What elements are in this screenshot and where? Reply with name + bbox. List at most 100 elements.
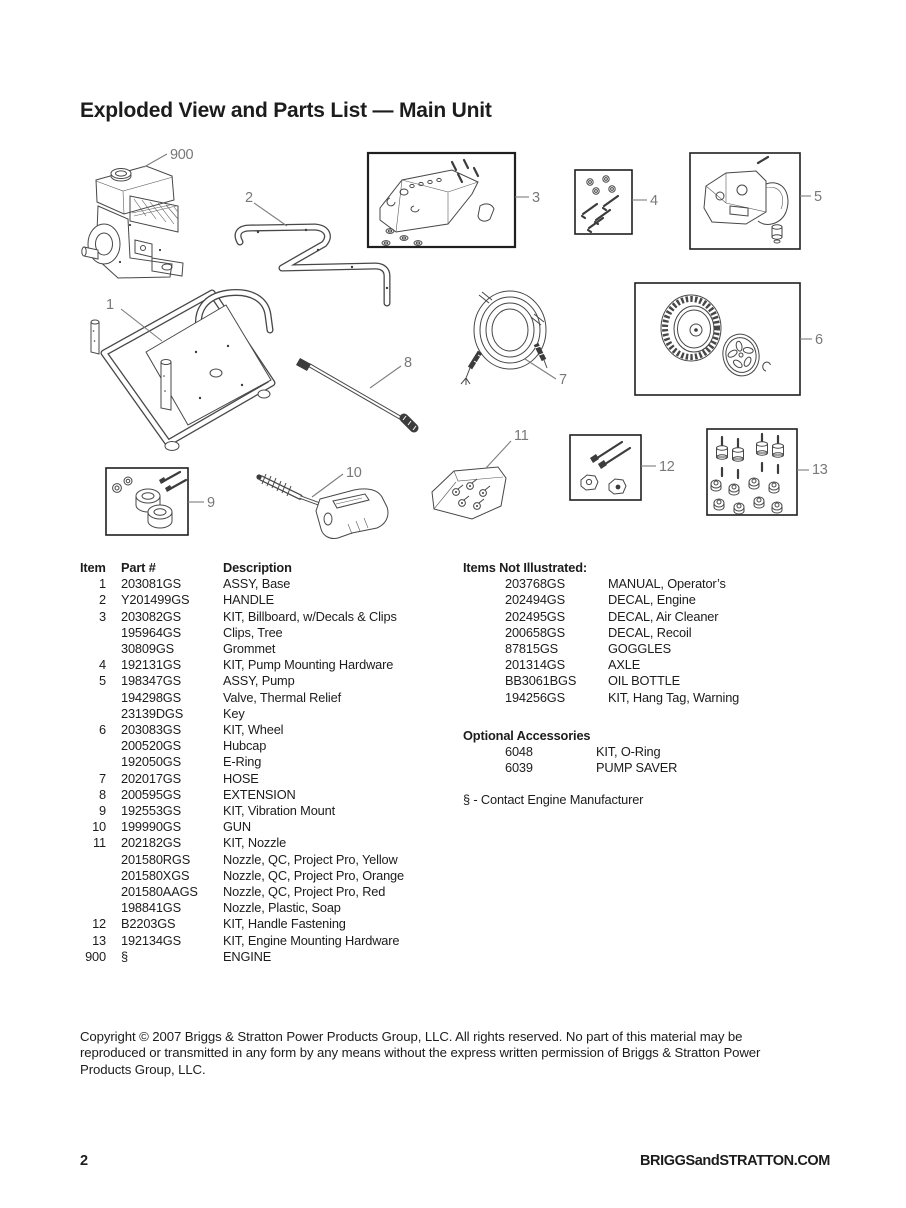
description-cell: DECAL, Air Cleaner [608, 608, 719, 624]
callout-12: 12 [659, 459, 675, 475]
description-cell: KIT, Pump Mounting Hardware [223, 657, 394, 673]
item-number-cell: 13 [92, 932, 106, 948]
description-cell: Hubcap [223, 738, 267, 754]
item-number-cell: 3 [99, 608, 106, 624]
description-cell: Valve, Thermal Relief [223, 689, 341, 705]
table-row: 5 198347GS ASSY, Pump [80, 673, 450, 689]
table-row: 201580RGS Nozzle, QC, Project Pro, Yello… [80, 852, 450, 868]
description-cell: HOSE [223, 770, 259, 786]
description-cell: AXLE [608, 657, 641, 673]
part-number-cell: B2203GS [121, 916, 176, 932]
part-number-cell: 23139DGS [121, 705, 184, 721]
table-row: 30809GS Grommet [80, 641, 450, 657]
table-row: 6 203083GS KIT, Wheel [80, 722, 450, 738]
description-cell: KIT, Engine Mounting Hardware [223, 932, 400, 948]
part-number-cell: Y201499GS [121, 592, 190, 608]
table-row: 195964GS Clips, Tree [80, 625, 450, 641]
description-cell: KIT, O-Ring [596, 744, 661, 760]
item-number-cell [80, 690, 106, 706]
optional-accessories-rows: 6048 KIT, O-Ring 6039 PUMP SAVER [463, 744, 838, 776]
table-row: 13 192134GS KIT, Engine Mounting Hardwar… [80, 933, 450, 949]
item-number-cell [80, 884, 106, 900]
callout-6: 6 [815, 332, 823, 348]
description-cell: E-Ring [223, 754, 262, 770]
table-row: 202495GS DECAL, Air Cleaner [463, 609, 838, 625]
callout-4: 4 [650, 193, 658, 209]
description-cell: KIT, Hang Tag, Warning [608, 689, 740, 705]
table-row: 6048 KIT, O-Ring [463, 744, 838, 760]
part-number-cell: BB3061BGS [505, 673, 577, 689]
nozzle-kit-illustration [431, 466, 507, 520]
description-cell: MANUAL, Operator’s [608, 576, 726, 592]
part-number-cell: 6048 [505, 744, 533, 760]
description-cell: Nozzle, QC, Project Pro, Yellow [223, 851, 398, 867]
description-cell: PUMP SAVER [596, 760, 678, 776]
part-number-cell: 195964GS [121, 624, 181, 640]
table-row: 194298GS Valve, Thermal Relief [80, 690, 450, 706]
item-number-cell: 7 [99, 770, 106, 786]
part-number-cell: 203768GS [505, 576, 565, 592]
item-number-cell [80, 625, 106, 641]
item-number-cell: 10 [92, 819, 106, 835]
callout-3: 3 [532, 190, 540, 206]
description-cell: Nozzle, Plastic, Soap [223, 900, 341, 916]
table-row: 7 202017GS HOSE [80, 771, 450, 787]
table-row: 200520GS Hubcap [80, 738, 450, 754]
table-row: 11 202182GS KIT, Nozzle [80, 835, 450, 851]
part-number-cell: 203081GS [121, 576, 181, 592]
description-cell: GOGGLES [608, 641, 671, 657]
item-number-cell [80, 852, 106, 868]
header-item: Item [80, 560, 106, 575]
part-number-cell: 200595GS [121, 786, 181, 802]
engine-illustration [81, 165, 184, 279]
hose-illustration [460, 290, 548, 385]
copyright-notice: Copyright © 2007 Briggs & Stratton Power… [80, 1029, 761, 1077]
part-number-cell: 200520GS [121, 738, 181, 754]
part-number-cell: 198347GS [121, 673, 181, 689]
table-row: 6039 PUMP SAVER [463, 760, 838, 776]
part-number-cell: 6039 [505, 760, 533, 776]
table-row: 23139DGS Key [80, 706, 450, 722]
isolator-studs [716, 432, 784, 480]
parts-table-rows: 1 203081GS ASSY, Base 2 Y201499GS HANDLE… [80, 576, 450, 965]
item-number-cell: 1 [99, 576, 106, 592]
right-column: Items Not Illustrated: 203768GS MANUAL, … [463, 560, 838, 809]
item-number-cell [80, 738, 106, 754]
item-number-cell [80, 706, 106, 722]
table-row: 201580AAGS Nozzle, QC, Project Pro, Red [80, 884, 450, 900]
description-cell: DECAL, Engine [608, 592, 696, 608]
part-number-cell: 203083GS [121, 722, 181, 738]
table-row: 9 192553GS KIT, Vibration Mount [80, 803, 450, 819]
header-description: Description [223, 560, 292, 575]
parts-table: Item Part # Description 1 203081GS ASSY,… [80, 560, 450, 965]
part-number-cell: 192131GS [121, 657, 181, 673]
description-cell: KIT, Billboard, w/Decals & Clips [223, 608, 397, 624]
part-number-cell: 194256GS [505, 689, 565, 705]
table-row: 87815GS GOGGLES [463, 641, 838, 657]
table-row: 201580XGS Nozzle, QC, Project Pro, Orang… [80, 868, 450, 884]
flange-nuts [710, 477, 783, 515]
pump-mounting-hardware-illustration [574, 169, 633, 235]
part-number-cell: 192553GS [121, 803, 181, 819]
part-number-cell: 198841GS [121, 900, 181, 916]
parts-table-header: Item Part # Description [80, 560, 450, 576]
callout-7: 7 [559, 372, 567, 388]
item-number-cell [80, 641, 106, 657]
item-number-cell: 12 [92, 916, 106, 932]
not-illustrated-title: Items Not Illustrated: [463, 560, 587, 575]
part-number-cell: 87815GS [505, 641, 559, 657]
part-number-cell: 30809GS [121, 641, 175, 657]
table-row: 3 203082GS KIT, Billboard, w/Decals & Cl… [80, 609, 450, 625]
table-row: 200658GS DECAL, Recoil [463, 625, 838, 641]
table-row: 8 200595GS EXTENSION [80, 787, 450, 803]
pump-assembly-illustration [689, 152, 801, 250]
item-number-cell: 5 [99, 673, 106, 689]
part-number-cell: 201314GS [505, 657, 565, 673]
description-cell: KIT, Vibration Mount [223, 803, 335, 819]
item-number-cell: 6 [99, 722, 106, 738]
part-number-cell: 199990GS [121, 819, 181, 835]
header-part: Part # [121, 560, 156, 575]
item-number-cell: 900 [85, 948, 106, 964]
description-cell: OIL BOTTLE [608, 673, 680, 689]
